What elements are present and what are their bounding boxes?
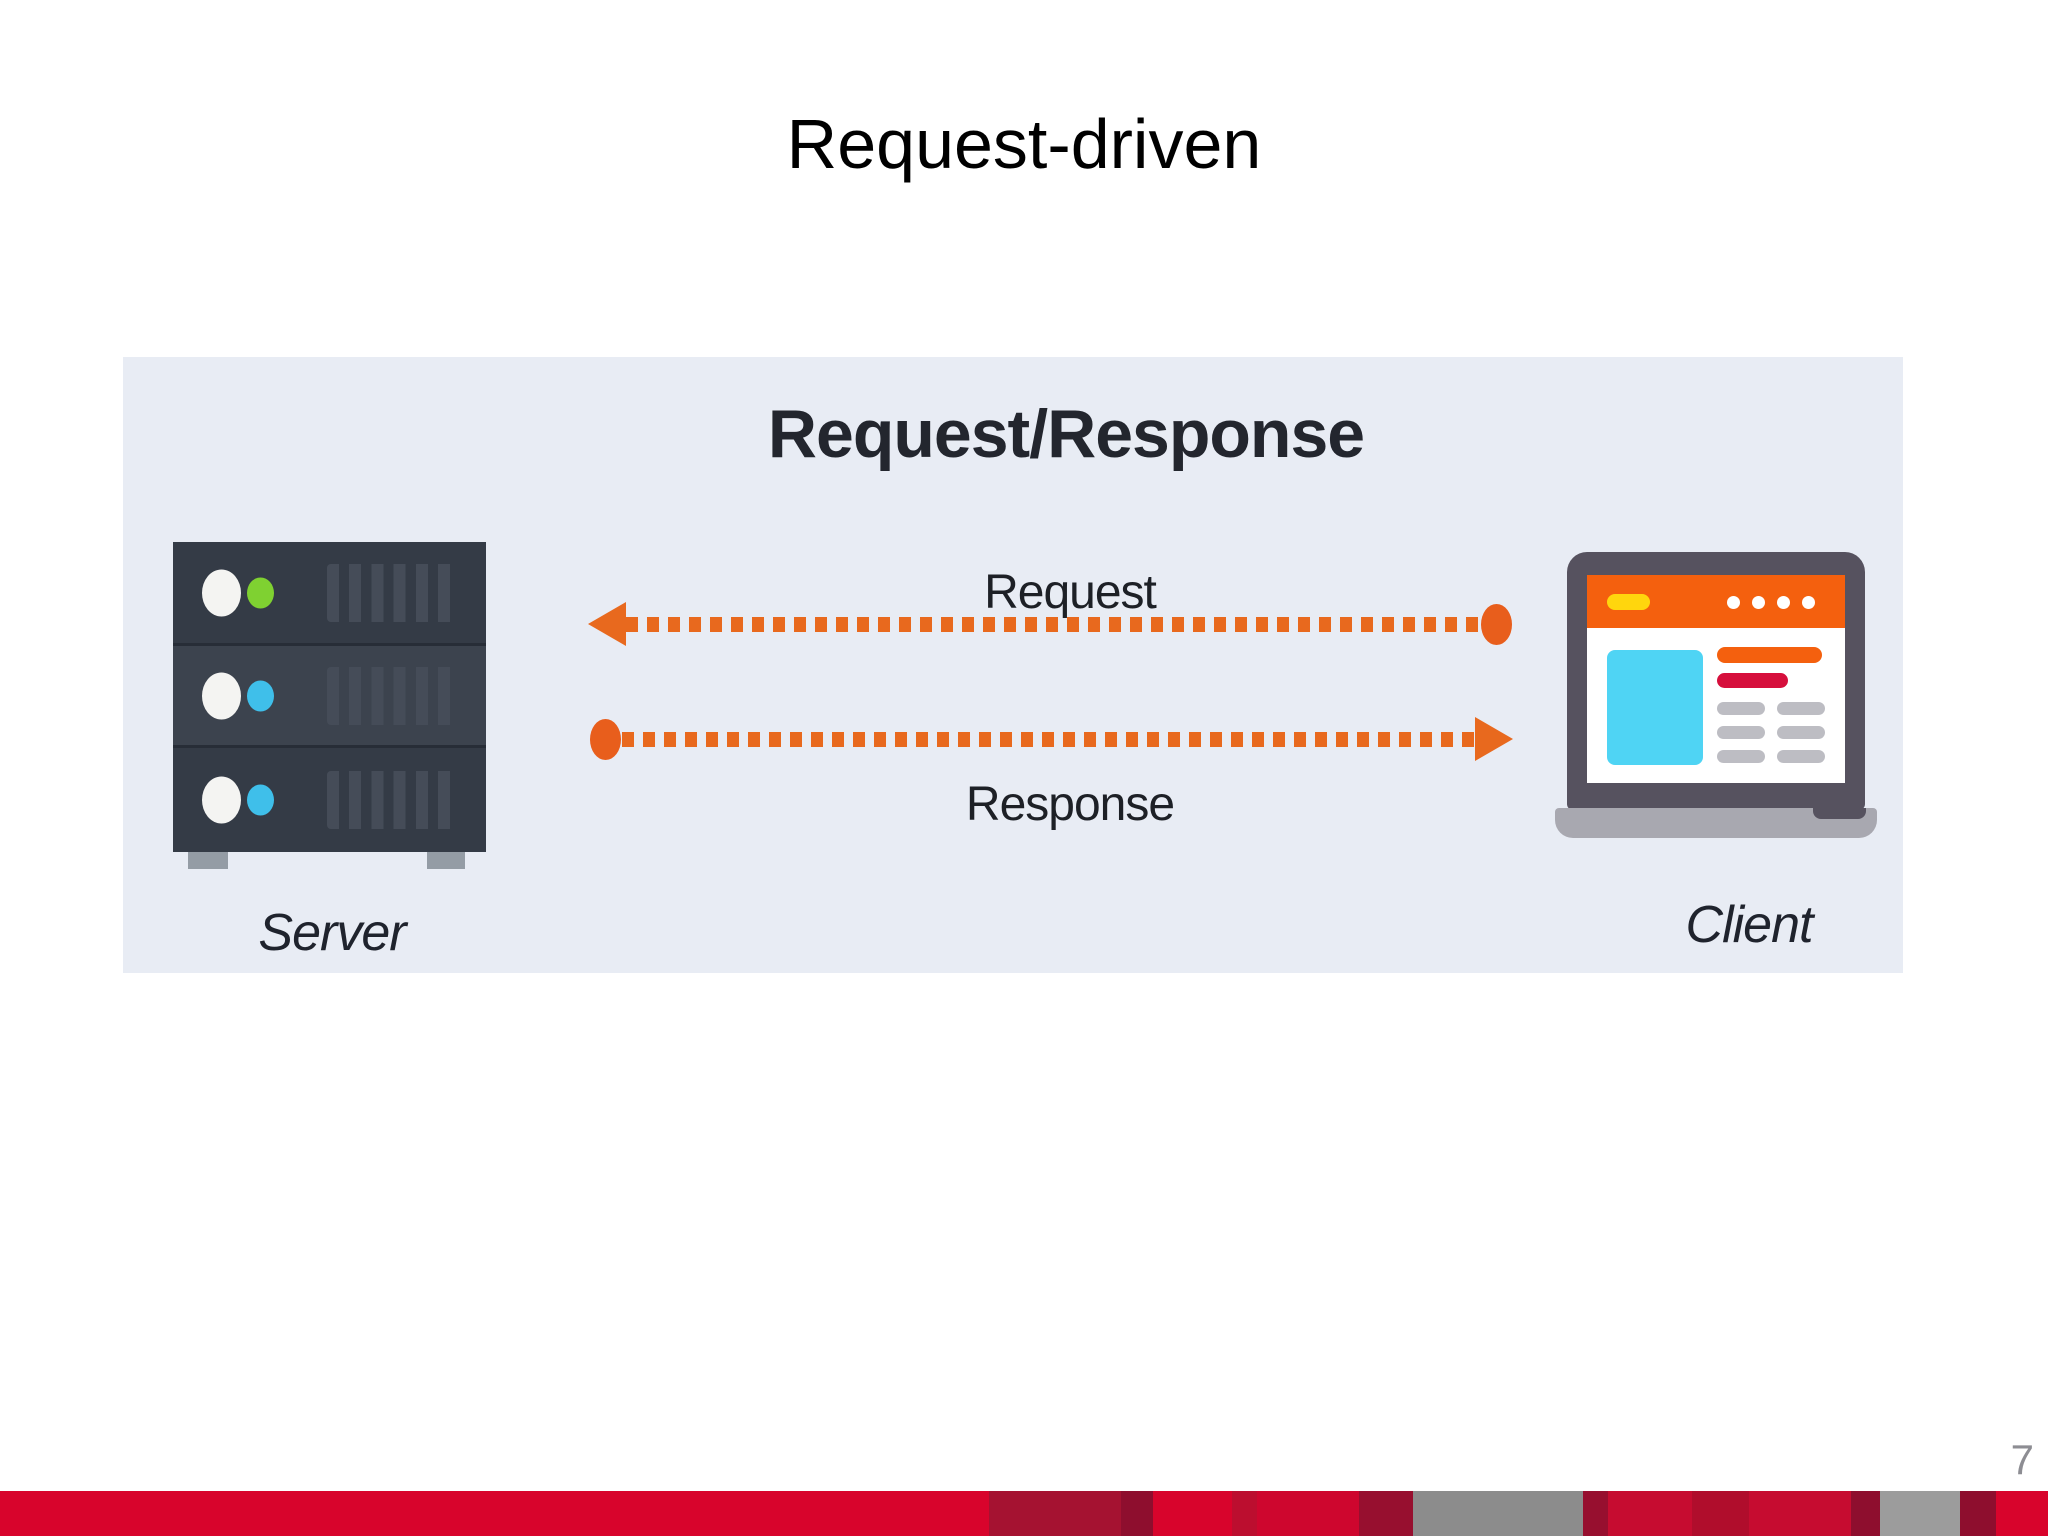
server-body	[173, 542, 486, 852]
arrowhead-left-icon	[588, 602, 626, 646]
footer-bar-segment	[0, 1491, 989, 1536]
page-text-placeholder	[1717, 750, 1765, 763]
request-dotted-line	[626, 617, 1484, 632]
footer-bar-segment	[989, 1491, 1121, 1536]
diagram-panel: Request/Response	[123, 357, 1903, 973]
laptop-icon	[1555, 552, 1877, 838]
server-button-icon	[202, 569, 241, 616]
server-foot-icon	[188, 852, 228, 869]
server-button-icon	[202, 672, 241, 719]
response-origin-dot	[590, 719, 621, 760]
browser-header-bar	[1587, 575, 1845, 628]
server-vents-icon	[327, 563, 460, 622]
footer-bar-segment	[1749, 1491, 1851, 1536]
browser-menu-dot-icon	[1802, 596, 1815, 609]
footer-bar-segment	[1359, 1491, 1413, 1536]
server-led-cyan-icon	[247, 680, 274, 711]
server-foot-icon	[427, 852, 465, 869]
laptop-notch	[1813, 808, 1866, 819]
laptop-screen	[1587, 575, 1845, 783]
client-label: Client	[1685, 896, 1814, 954]
browser-menu-dot-icon	[1727, 596, 1740, 609]
response-label: Response	[965, 778, 1175, 831]
footer-bar-segment	[1996, 1491, 2048, 1536]
page-heading-placeholder	[1717, 647, 1822, 663]
server-label: Server	[258, 904, 406, 962]
footer-bar-segment	[1121, 1491, 1153, 1536]
footer-bar-segment	[1232, 1491, 1257, 1536]
server-vents-icon	[327, 666, 460, 725]
page-number: 7	[2010, 1436, 2034, 1483]
footer-bar-segment	[1413, 1491, 1583, 1536]
page-text-placeholder	[1777, 702, 1825, 715]
server-rack-icon	[173, 542, 486, 869]
page-subheading-placeholder	[1717, 673, 1788, 688]
response-dotted-line	[622, 732, 1475, 747]
footer-bar-segment	[1583, 1491, 1608, 1536]
page-title: Request-driven	[786, 105, 1262, 183]
page-text-placeholder	[1717, 726, 1765, 739]
request-origin-dot	[1481, 604, 1512, 645]
arrowhead-right-icon	[1475, 717, 1513, 761]
page-text-placeholder	[1717, 702, 1765, 715]
browser-menu-dot-icon	[1752, 596, 1765, 609]
server-unit	[173, 748, 486, 852]
page-image-placeholder	[1607, 650, 1703, 765]
page-text-placeholder	[1777, 726, 1825, 739]
browser-logo-pill-icon	[1607, 594, 1650, 610]
server-led-green-icon	[247, 577, 274, 608]
footer-bar-segment	[1880, 1491, 1960, 1536]
footer-bar	[0, 1491, 2048, 1536]
request-label: Request	[984, 566, 1157, 619]
footer-bar-segment	[1608, 1491, 1692, 1536]
server-unit	[173, 542, 486, 643]
server-button-icon	[202, 776, 241, 824]
footer-bar-segment	[1851, 1491, 1880, 1536]
server-vents-icon	[327, 771, 460, 829]
diagram-title: Request/Response	[767, 396, 1365, 472]
footer-bar-segment	[1692, 1491, 1749, 1536]
browser-menu-dot-icon	[1777, 596, 1790, 609]
server-unit	[173, 646, 486, 745]
footer-bar-segment	[1960, 1491, 1996, 1536]
page-text-placeholder	[1777, 750, 1825, 763]
footer-bar-segment	[1257, 1491, 1359, 1536]
server-led-cyan-icon	[247, 784, 274, 816]
footer-bar-segment	[1153, 1491, 1232, 1536]
